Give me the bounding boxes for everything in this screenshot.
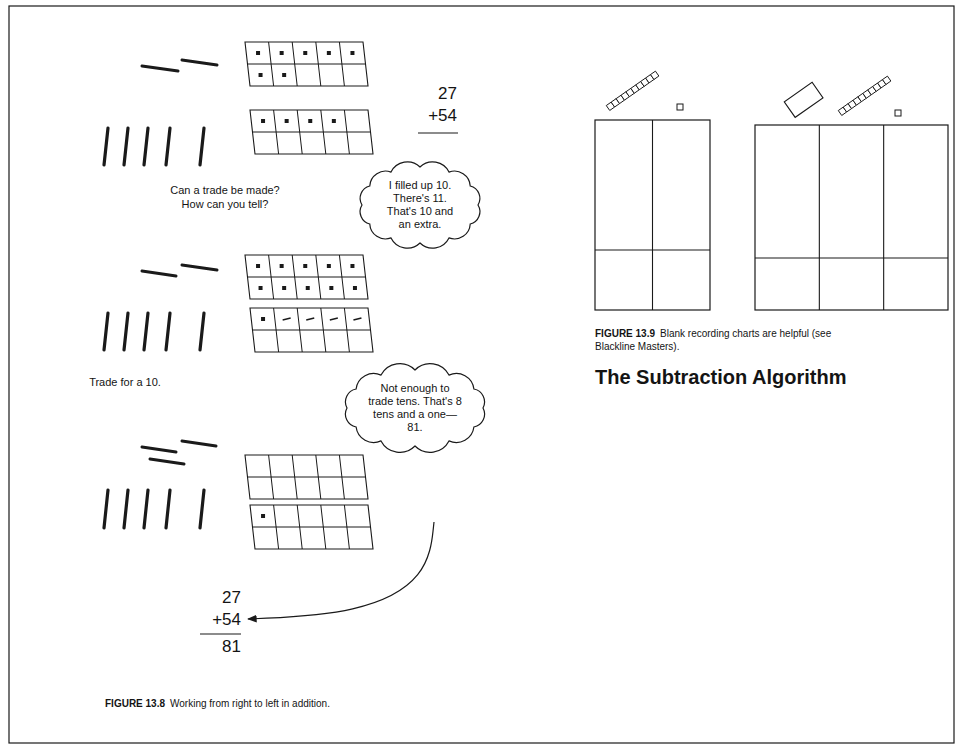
label-slot: +54 [415, 106, 457, 126]
sum: 81 [222, 637, 241, 656]
cloud-shape [360, 162, 480, 248]
label-slot: +54 [199, 610, 241, 630]
tens-rod [200, 313, 204, 350]
ten-frame [245, 255, 368, 299]
thought-text: Not enough to trade tens. That's 8 tens … [368, 382, 462, 434]
figure-caption: Working from right to left in addition. [170, 698, 330, 709]
section-heading: The Subtraction Algorithm [595, 366, 846, 388]
tens-rod [104, 128, 108, 165]
label-slot: 81 [199, 637, 241, 657]
tens-rod [200, 128, 204, 165]
tens-rod [182, 60, 217, 65]
sum-rule [200, 633, 241, 634]
tens-rod [182, 441, 216, 446]
figure-number: FIGURE 13.9 [595, 328, 655, 339]
ten-frame [250, 505, 373, 549]
tens-rod [104, 490, 108, 528]
ten-rod [606, 71, 659, 110]
tens-rod [144, 490, 148, 528]
unit-cube [895, 110, 901, 116]
sum-rule [418, 132, 458, 133]
tens-rod [104, 313, 108, 350]
label-slot: 27 [199, 588, 241, 608]
cloud-shape [345, 364, 484, 453]
ten-frame [245, 455, 368, 499]
ten-rod [838, 76, 891, 115]
tens-rod [144, 313, 148, 350]
label-slot: Trade for a 10. [65, 372, 185, 390]
thought-cloud: I filled up 10. There's 11. That's 10 an… [353, 158, 487, 252]
ten-frame [250, 308, 373, 352]
label-slot: Can a trade be made? [145, 180, 305, 198]
tens-rod [144, 128, 148, 165]
tens-rod [166, 128, 170, 165]
unit-cube [677, 104, 683, 110]
figure-number: FIGURE 13.8 [105, 698, 165, 709]
caption-block: FIGURE 13.9Blank recording charts are he… [595, 327, 857, 353]
tens-rod [142, 66, 178, 71]
tens-rod [166, 490, 170, 528]
tens-rod [124, 490, 128, 528]
thought-cloud: Not enough to trade tens. That's 8 tens … [338, 361, 492, 455]
pointer-arrow [248, 522, 434, 619]
addend: 27 [438, 84, 457, 103]
tens-rod [182, 265, 217, 270]
tens-rod [142, 447, 176, 452]
ten-frame [245, 42, 368, 86]
page-border [9, 6, 954, 743]
label-slot: How can you tell? [145, 194, 305, 212]
thought-text: I filled up 10. There's 11. That's 10 an… [380, 179, 460, 231]
step-text: Trade for a 10. [89, 376, 161, 388]
addend: 27 [222, 588, 241, 607]
tens-rod [150, 459, 184, 464]
hundred-flat [784, 82, 823, 117]
tens-rod [124, 313, 128, 350]
recording-chart [755, 125, 948, 310]
ten-frame [250, 110, 373, 154]
tens-rod [166, 313, 170, 350]
addend: +54 [212, 610, 241, 629]
addend: +54 [428, 106, 457, 125]
prompt-text: How can you tell? [182, 198, 269, 210]
recording-chart [595, 120, 710, 310]
heading-slot: The Subtraction Algorithm [595, 366, 846, 389]
tens-rod [142, 271, 176, 276]
prompt-text: Can a trade be made? [170, 184, 279, 196]
caption-block: FIGURE 13.8 Working from right to left in… [105, 697, 535, 710]
label-slot: 27 [415, 84, 457, 104]
tens-rod [124, 128, 128, 165]
tens-rod [200, 490, 204, 528]
